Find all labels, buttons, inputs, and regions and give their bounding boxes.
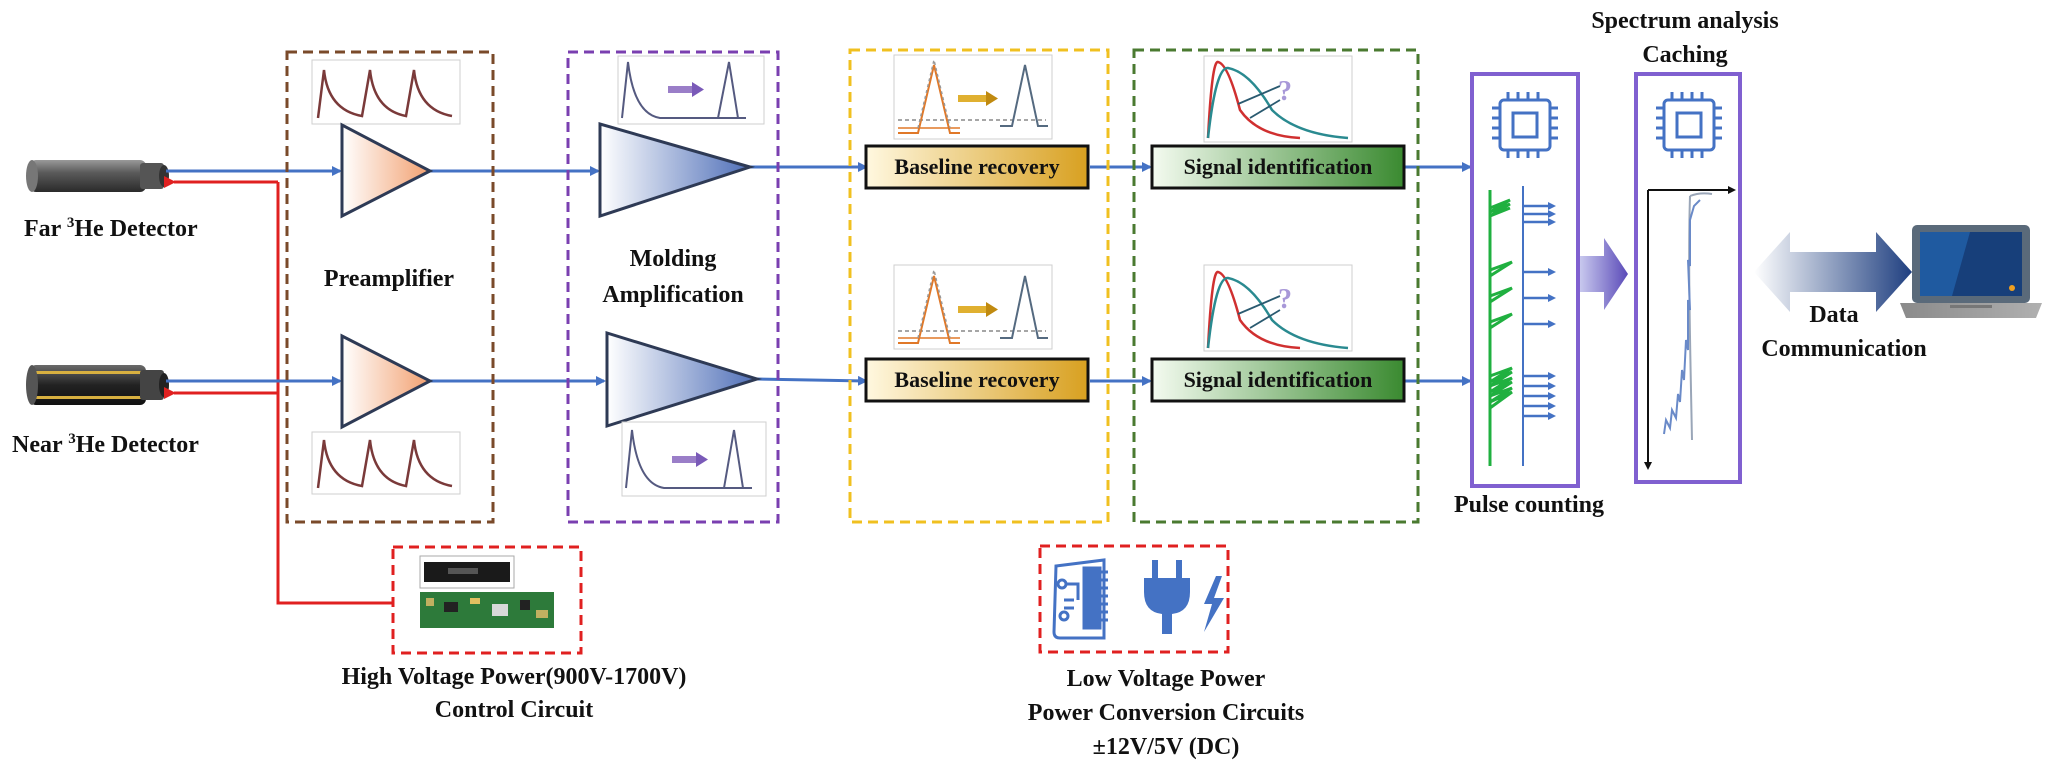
- signal-lines: [166, 162, 1472, 386]
- pcb-icon: [1052, 558, 1108, 640]
- baseline-recovery-box-bottom: Baseline recovery: [894, 367, 1060, 392]
- lv-power-label-line1: Low Voltage Power: [1066, 666, 1266, 692]
- lv-power-box: [1038, 544, 1230, 654]
- baseline-box-top-bg: [864, 144, 1090, 190]
- preamplifier-group-box: [285, 50, 495, 524]
- hv-power-label-line2: Control Circuit: [434, 697, 594, 723]
- signal-box-bottom-bg: [1150, 357, 1406, 403]
- signal-group-box: [1132, 48, 1420, 524]
- lightning-icon: [1204, 576, 1224, 632]
- hv-power-label-line1: High Voltage Power(900V-1700V): [341, 664, 687, 690]
- molding-label-line1: Molding: [629, 246, 717, 272]
- data-label-line1: Data: [1809, 302, 1859, 328]
- molding-label-line2: Amplification: [602, 282, 744, 308]
- lv-power-label-line2: Power Conversion Circuits: [1027, 700, 1305, 726]
- spectrum-label-line1: Spectrum analysis: [1591, 8, 1779, 34]
- baseline-recovery-box-top: Baseline recovery: [894, 154, 1060, 179]
- preamp-pulse-thumb-bottom: [311, 431, 461, 495]
- near-detector: [26, 365, 169, 405]
- signal-thumb-bottom: [1203, 264, 1353, 352]
- lv-power-label-line3: ±12V/5V (DC): [1092, 734, 1240, 760]
- preamp-triangle-top: [340, 122, 434, 219]
- chip-icon: [1492, 92, 1558, 158]
- near-detector-label: Near 3He Detector: [12, 431, 199, 458]
- signal-identification-box-bottom: Signal identification: [1183, 367, 1373, 392]
- question-mark-bottom: ?: [1278, 284, 1292, 315]
- far-detector: [26, 160, 169, 192]
- question-mark-top: ?: [1278, 76, 1292, 107]
- signal-thumb-top: [1203, 55, 1353, 143]
- signal-identification-box-top: Signal identification: [1183, 154, 1373, 179]
- molding-pulse-thumb-bottom: [621, 421, 767, 497]
- baseline-box-bottom-bg: [864, 357, 1090, 403]
- plug-icon: [1144, 560, 1190, 634]
- baseline-thumb-top: [893, 54, 1053, 140]
- data-communication-arrow: [1754, 232, 1912, 312]
- pulse-counting-label: Pulse counting: [1453, 492, 1605, 518]
- molding-pulse-thumb-top: [617, 55, 765, 125]
- pulse-train-graphic: [1488, 186, 1556, 466]
- spectrum-label-line2: Caching: [1642, 42, 1728, 68]
- molding-triangle-top: [598, 122, 756, 219]
- laptop-icon: [1900, 225, 2042, 318]
- baseline-group-box: [848, 48, 1110, 524]
- to-spectrum-arrow: [1580, 238, 1628, 310]
- data-label-line2: Communication: [1761, 336, 1927, 362]
- preamp-triangle-bottom: [340, 333, 434, 430]
- molding-triangle-bottom: [605, 330, 763, 429]
- chip-icon: [1656, 92, 1722, 158]
- molding-group-box: [566, 50, 780, 524]
- preamp-pulse-thumb-top: [311, 59, 461, 125]
- signal-box-top-bg: [1150, 144, 1406, 190]
- baseline-thumb-bottom: [893, 264, 1053, 350]
- hv-power-box: [391, 545, 583, 655]
- hv-connection-lines: [164, 176, 392, 605]
- hv-board-graphic: [419, 555, 554, 628]
- preamplifier-label: Preamplifier: [323, 266, 455, 292]
- spectrum-plot-graphic: [1644, 186, 1736, 470]
- far-detector-label: Far 3He Detector: [24, 215, 198, 242]
